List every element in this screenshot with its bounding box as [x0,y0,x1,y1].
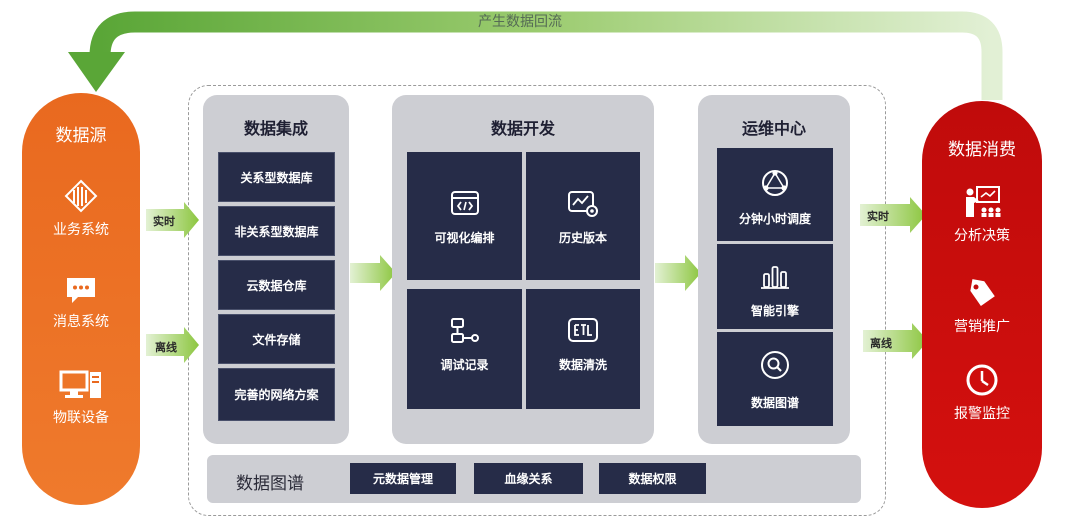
feedback-loop-label: 产生数据回流 [478,14,562,30]
data-consumption-pill: 数据消费 分析决策 营销推广 报警监控 [922,101,1042,508]
etl-icon [568,318,598,342]
dev-tile-debug-log: 调试记录 [407,289,522,409]
integration-item-network-solution: 完善的网络方案 [218,368,335,421]
catalog-item-metadata: 元数据管理 [350,463,456,494]
consume-item-marketing-label: 营销推广 [954,319,1010,335]
bar-chart-icon [761,266,789,289]
consume-item-marketing: 营销推广 [922,278,1042,336]
ingest-offline-label: 离线 [155,341,177,354]
flow-nodes-icon [450,318,479,343]
development-to-operations-arrow [655,255,701,291]
chart-gear-icon [568,191,598,217]
operations-panel: 运维中心 分钟小时调度 智能引擎 数据图谱 [698,95,850,444]
ops-tile-scheduling-label: 分钟小时调度 [738,212,811,226]
integration-panel: 数据集成 关系型数据库 非关系型数据库 云数据仓库 文件存储 完善的网络方案 [203,95,349,444]
output-offline-label: 离线 [870,337,892,350]
source-item-business: 业务系统 [22,179,140,239]
consume-item-analysis-label: 分析决策 [954,228,1010,244]
ops-tile-scheduling: 分钟小时调度 [717,148,833,241]
data-source-pill: 数据源 业务系统 消息系统 物联设备 [22,93,140,505]
ingest-offline-arrow [146,327,199,363]
source-item-message-label: 消息系统 [53,314,109,330]
dev-tile-history-version: 历史版本 [526,152,640,280]
consume-item-alarm: 报警监控 [922,363,1042,423]
source-item-message: 消息系统 [22,275,140,331]
development-panel: 数据开发 可视化编排 历史版本 调试记录 [392,95,654,444]
ops-tile-data-graph-label: 数据图谱 [750,396,799,410]
source-item-business-label: 业务系统 [53,222,109,238]
source-item-iot-label: 物联设备 [53,410,109,426]
integration-item-cloud-warehouse: 云数据仓库 [218,260,335,310]
ops-tile-smart-engine-label: 智能引擎 [750,304,799,318]
source-item-iot: 物联设备 [22,369,140,427]
data-source-title: 数据源 [55,126,107,146]
output-offline-arrow [863,323,928,359]
operations-title: 运维中心 [741,119,806,138]
catalog-title: 数据图谱 [236,474,304,494]
consume-item-alarm-label: 报警监控 [954,406,1010,422]
ingest-realtime-arrow [146,202,199,238]
integration-to-development-arrow [350,255,396,291]
integration-item-file-storage: 文件存储 [218,314,335,364]
catalog-item-lineage: 血缘关系 [474,463,583,494]
ops-tile-data-graph: 数据图谱 [717,332,833,426]
presentation-icon [966,186,1001,217]
price-tag-icon [970,279,995,306]
output-realtime-arrow [860,197,926,233]
dev-tile-visual-orchestration-label: 可视化编排 [434,231,495,245]
chat-bubble-icon [67,278,95,303]
catalog-item-permissions: 数据权限 [599,463,706,494]
integration-title: 数据集成 [243,119,308,138]
consume-item-analysis: 分析决策 [922,185,1042,245]
dev-tile-data-cleansing: 数据清洗 [526,289,640,409]
desktop-computer-icon [59,370,101,398]
platform-frame [188,85,886,516]
ingest-realtime-label: 实时 [153,215,175,228]
dev-tile-visual-orchestration: 可视化编排 [407,152,522,280]
dev-tile-history-version-label: 历史版本 [558,231,607,245]
code-window-icon [450,191,479,215]
integration-item-relational-db: 关系型数据库 [218,152,335,202]
development-title: 数据开发 [490,119,555,138]
clock-icon [966,364,998,396]
data-consumption-title: 数据消费 [948,140,1016,160]
dev-tile-data-cleansing-label: 数据清洗 [558,358,607,372]
network-circle-icon [762,170,788,196]
output-realtime-label: 实时 [867,210,889,223]
search-circle-icon [761,351,789,379]
dev-tile-debug-log-label: 调试记录 [440,358,489,372]
integration-item-nonrelational-db: 非关系型数据库 [218,206,335,256]
ops-tile-smart-engine: 智能引擎 [717,244,833,329]
tower-bars-icon [64,179,98,213]
